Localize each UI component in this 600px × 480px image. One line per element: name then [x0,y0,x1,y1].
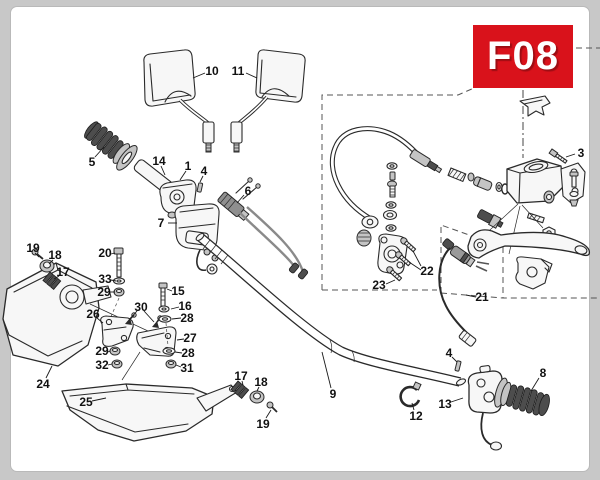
part-label-14: 14 [152,154,166,168]
part-label-5: 5 [88,155,96,169]
part-label-17: 17 [234,369,248,383]
part-label-16: 16 [178,299,192,313]
part-label-11: 11 [231,64,245,78]
part-label-31: 31 [180,361,194,375]
part-label-8: 8 [539,366,547,380]
part-label-19: 19 [26,241,40,255]
part-label-27: 27 [183,331,197,345]
part-label-26: 26 [86,307,100,321]
bottom-handguard [61,380,278,442]
leader-lines [34,72,576,419]
brake-hose-group [329,126,443,282]
left-handguard [2,248,149,367]
bar-end-group [399,360,550,451]
mount-brackets [100,247,177,381]
left-mirror [143,49,215,153]
part-label-17: 17 [56,265,70,279]
part-label-30: 30 [134,300,148,314]
part-label-23: 23 [372,278,386,292]
part-label-33: 33 [98,272,112,286]
part-label-4: 4 [200,164,208,178]
part-label-19: 19 [256,417,270,431]
right-mirror [230,49,306,153]
locating-pin [196,182,204,193]
part-label-10: 10 [205,64,219,78]
part-label-29: 29 [95,344,109,358]
part-label-20: 20 [98,246,112,260]
master-cylinder-group [447,95,586,255]
part-label-22: 22 [420,264,434,278]
part-label-1: 1 [184,159,192,173]
part-label-7: 7 [157,216,165,230]
clutch-switch-wire [438,238,490,347]
part-label-21: 21 [475,290,489,304]
part-label-12: 12 [409,409,423,423]
part-label-9: 9 [329,387,337,401]
part-label-18: 18 [254,375,268,389]
part-label-32: 32 [95,358,109,372]
part-label-13: 13 [438,397,452,411]
handlebar [195,232,467,387]
part-label-15: 15 [171,284,185,298]
brake-lever-group [467,229,591,290]
throttle-cables [217,177,309,280]
figure-code-text: F08 [487,34,559,78]
part-label-4: 4 [445,346,453,360]
part-label-28: 28 [181,346,195,360]
part-label-3: 3 [577,146,585,160]
part-label-24: 24 [36,377,50,391]
part-label-28: 28 [180,311,194,325]
part-label-25: 25 [79,395,93,409]
left-grip [84,121,138,171]
part-label-29: 29 [97,285,111,299]
figure-code-badge: F08 [473,25,573,88]
part-label-6: 6 [244,184,252,198]
part-label-18: 18 [48,248,62,262]
